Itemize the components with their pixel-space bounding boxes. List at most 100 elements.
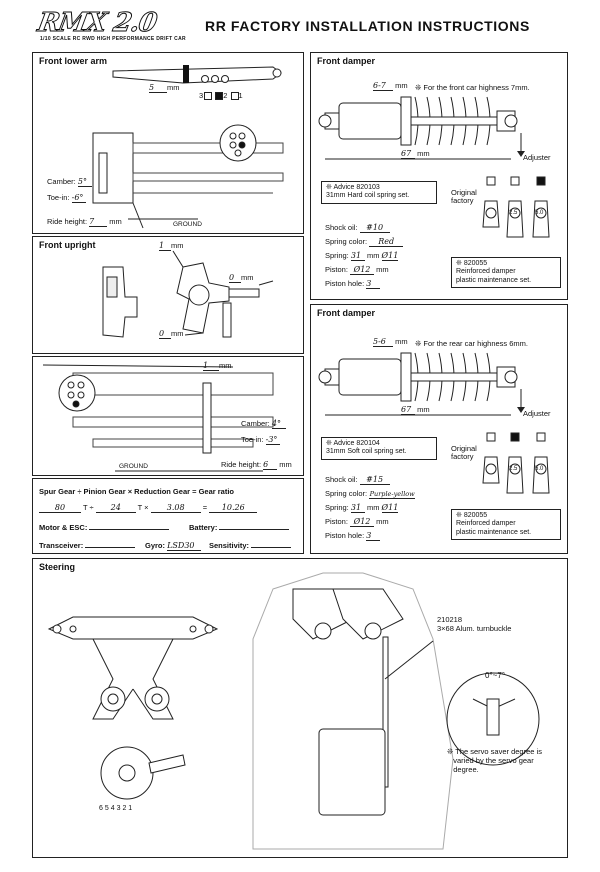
spur-value: 80	[39, 503, 81, 513]
upright-right-value: 0	[229, 273, 241, 283]
hole-2-box[interactable]	[215, 92, 224, 101]
hole-3-box[interactable]	[204, 92, 213, 101]
rear-spring-dia: Ø11	[381, 503, 399, 513]
logo: RMX 2.0	[35, 8, 159, 39]
rear-ride-label: Ride height:	[221, 460, 262, 469]
original-label: Original factory	[451, 188, 477, 206]
ride-height-label: Ride height:	[47, 217, 88, 226]
rear-spring-unit: mm	[366, 503, 380, 512]
hole-1-box[interactable]	[230, 92, 239, 101]
sensitivity-field[interactable]	[251, 547, 292, 548]
upright-bottom-value: 0	[159, 329, 171, 339]
battery-field[interactable]	[219, 529, 290, 530]
reduction-value: 3.08	[150, 503, 201, 513]
servo-hole-5: 5	[104, 805, 109, 812]
motor-field[interactable]	[89, 529, 170, 530]
maint-line-3: plastic maintenance set.	[456, 276, 532, 284]
rear-shock-oil-label: Shock oil:	[325, 475, 358, 484]
rear-piston-value: Ø12	[350, 517, 375, 527]
sensitivity-label: Sensitivity:	[209, 541, 250, 550]
servo-hole-3: 3	[116, 805, 121, 812]
maint-line-1: 820055	[463, 260, 488, 267]
turnbuckle-desc: 3×68 Alum. turnbuckle	[437, 624, 512, 633]
piston-value: Ø12	[350, 265, 375, 275]
rear-maint-line-2: Reinforced damper	[456, 520, 516, 528]
servo-angle: 0°~7°	[485, 671, 505, 680]
ride-height-value: 7	[89, 217, 108, 227]
shock-oil-value: #10	[359, 223, 390, 233]
rear-damper-panel: Front damper 5-6 mm ❊ For the rear car h…	[310, 304, 568, 554]
rear-spring-value: 31	[350, 503, 365, 513]
adjuster-label: Adjuster	[523, 153, 551, 162]
advice-line-2: 31mm Hard coil spring set.	[326, 192, 410, 200]
piston-label: Piston:	[325, 265, 348, 274]
rear-gap-value: 5-6	[373, 337, 393, 347]
gear-op-2: T ×	[137, 503, 149, 512]
gap-unit: mm	[395, 81, 408, 90]
rear-ride-unit: mm	[279, 460, 292, 469]
advice-line-1: Advice 820103	[333, 184, 380, 191]
transceiver-field[interactable]	[85, 547, 136, 548]
camber-label: Camber:	[47, 177, 76, 186]
rear-maint-line-3: plastic maintenance set.	[456, 528, 532, 536]
upright-bottom-unit: mm	[171, 329, 184, 338]
rear-spring-color-value: Purple-yellow	[369, 490, 416, 499]
rear-ride-value: 6	[263, 460, 278, 470]
rear-collar-label-1: 2.5	[509, 466, 518, 472]
spring-value: 31	[350, 251, 365, 261]
servo-note-2: varied by the servo gear	[453, 756, 534, 765]
panel-title: Steering	[39, 562, 76, 572]
maint-line-2: Reinforced damper	[456, 268, 516, 276]
gear-ratio-panel: Spur Gear ÷ Pinion Gear × Reduction Gear…	[32, 478, 304, 554]
ground-label: GROUND	[173, 221, 202, 228]
panel-title: Front damper	[317, 308, 376, 318]
rear-length-value: 67	[401, 405, 415, 415]
upright-diagram	[102, 250, 274, 338]
upright-top-value: 1	[159, 241, 171, 251]
spring-label: Spring:	[325, 251, 349, 260]
page-title: RR FACTORY INSTALLATION INSTRUCTIONS	[205, 18, 530, 34]
rear-damper-diagram	[318, 352, 550, 494]
shock-oil-label: Shock oil:	[325, 223, 358, 232]
servo-hole-2: 2	[122, 805, 127, 812]
upright-top-unit: mm	[171, 241, 184, 250]
panel-title: Front damper	[317, 56, 376, 66]
gyro-value: LSD30	[167, 541, 202, 551]
arm-offset-unit: mm	[167, 83, 180, 92]
servo-hole-6: 6	[99, 805, 103, 812]
rear-camber-value: 4°	[271, 419, 286, 429]
toein-label: Toe-in:	[47, 193, 70, 202]
spring-dia: Ø11	[381, 251, 399, 261]
rear-collar-label-2: 5.0	[535, 466, 544, 472]
servo-hole-4: 4	[110, 805, 115, 812]
rear-piston-label: Piston:	[325, 517, 348, 526]
rear-original-label: Original factory	[451, 444, 477, 462]
rear-length-unit: mm	[417, 405, 430, 414]
length-unit: mm	[417, 149, 430, 158]
rear-ground-label: GROUND	[119, 463, 148, 470]
rear-spring-color-label: Spring color:	[325, 489, 368, 498]
pinion-value: 24	[95, 503, 136, 513]
rear-maint-line-1: 820055	[463, 512, 488, 519]
upright-right-unit: mm	[241, 273, 254, 282]
lower-arm-diagram	[92, 65, 284, 229]
rear-toein-value: -3°	[265, 435, 280, 445]
spring-unit: mm	[366, 251, 380, 260]
spring-color-value: Red	[369, 237, 404, 247]
gap-value: 6-7	[373, 81, 393, 91]
rear-advice-line-1: Advice 820104	[333, 440, 380, 447]
ride-height-unit: mm	[109, 217, 122, 226]
servo-note-1: The servo saver degree is	[455, 747, 542, 756]
steering-diagram	[47, 572, 540, 850]
damper-diagram	[318, 96, 550, 238]
damper-note: For the front car highness 7mm.	[423, 83, 530, 92]
rear-piston-hole-value: 3	[366, 531, 381, 541]
rear-spring-label: Spring:	[325, 503, 349, 512]
gear-op-1: T ÷	[82, 503, 94, 512]
